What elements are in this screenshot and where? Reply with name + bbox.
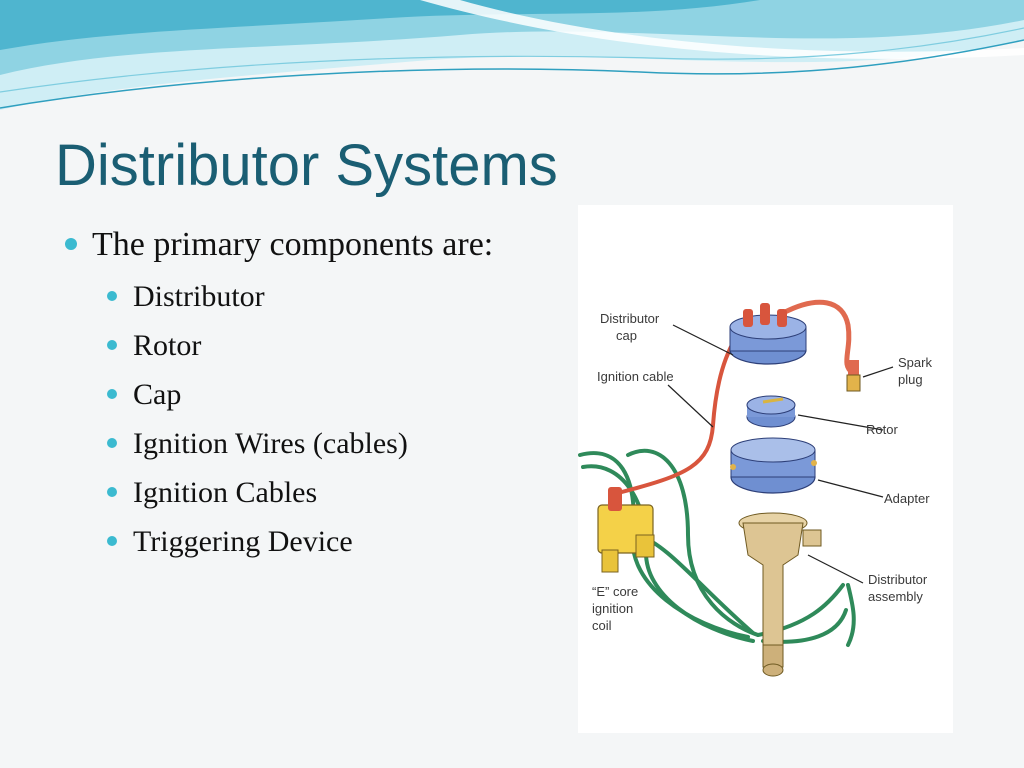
bullet-dot-icon bbox=[107, 291, 117, 301]
sub-bullet-text: Ignition Wires (cables) bbox=[133, 427, 408, 460]
adapter-icon bbox=[730, 437, 817, 494]
sub-bullet-text: Triggering Device bbox=[133, 525, 353, 558]
sub-bullet-item: Cap bbox=[65, 370, 525, 419]
label-adapter: Adapter bbox=[884, 491, 930, 506]
label-coil: “E” core ignition coil bbox=[592, 584, 642, 633]
sub-bullet-item: Rotor bbox=[65, 321, 525, 370]
spark-plug-icon bbox=[846, 360, 861, 392]
label-spark-plug: Spark plug bbox=[898, 355, 936, 387]
ignition-coil-icon bbox=[597, 487, 655, 573]
distributor-cap-icon bbox=[729, 303, 807, 365]
sub-bullet-item: Distributor bbox=[65, 272, 525, 321]
header-wave-decoration bbox=[0, 0, 1024, 110]
sub-bullet-text: Distributor bbox=[133, 280, 265, 313]
distributor-diagram: Distributor cap Ignition cable Spark plu… bbox=[578, 205, 953, 733]
bullet-dot-icon bbox=[107, 340, 117, 350]
sub-bullet-list: Distributor Rotor Cap Ignition Wires (ca… bbox=[92, 272, 525, 566]
slide-title: Distributor Systems bbox=[55, 133, 558, 198]
rotor-icon bbox=[746, 395, 796, 428]
sub-bullet-text: Cap bbox=[133, 378, 182, 411]
sub-bullet-text: Rotor bbox=[133, 329, 202, 362]
sub-bullet-item: Ignition Cables bbox=[65, 468, 525, 517]
bullet-dot-icon bbox=[107, 438, 117, 448]
label-ignition-cable: Ignition cable bbox=[597, 369, 674, 384]
sub-bullet-text: Ignition Cables bbox=[133, 476, 318, 509]
bullet-list: The primary components are: Distributor … bbox=[65, 222, 525, 566]
label-distributor-cap: Distributor cap bbox=[600, 311, 663, 343]
label-rotor: Rotor bbox=[866, 422, 898, 437]
sub-bullet-item: Triggering Device bbox=[65, 517, 525, 566]
bullet-dot-icon bbox=[65, 238, 77, 250]
bullet-dot-icon bbox=[107, 487, 117, 497]
bullet-text: The primary components are: bbox=[92, 226, 494, 263]
bullet-dot-icon bbox=[107, 536, 117, 546]
bullet-item: The primary components are: Distributor … bbox=[65, 222, 525, 566]
distributor-assembly-icon bbox=[738, 512, 822, 677]
label-distributor-assembly: Distributor assembly bbox=[868, 572, 931, 604]
bullet-dot-icon bbox=[107, 389, 117, 399]
sub-bullet-item: Ignition Wires (cables) bbox=[65, 419, 525, 468]
